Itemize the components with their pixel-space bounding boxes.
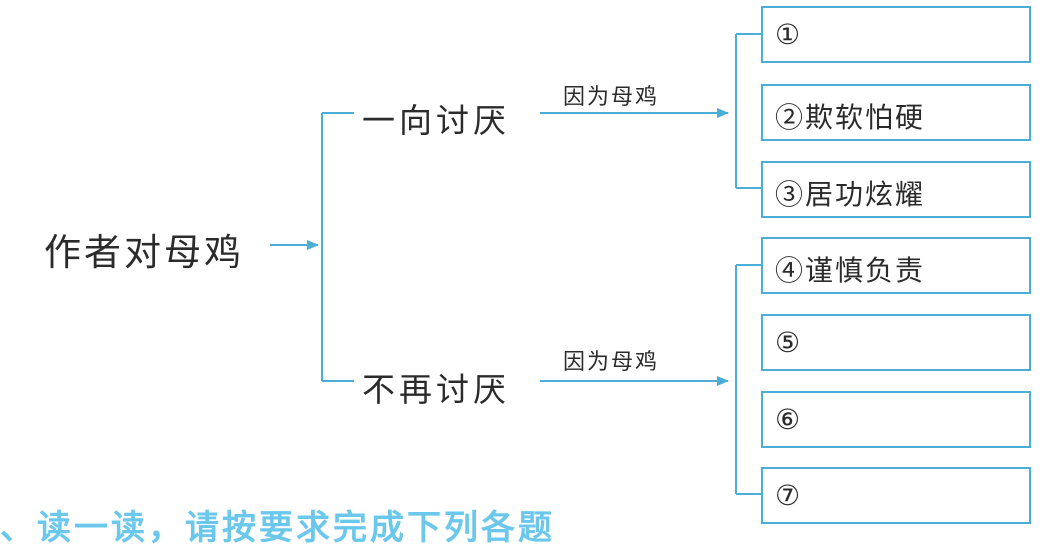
answer-box-2-label: ②欺软怕硬: [775, 101, 926, 134]
answer-box-5[interactable]: ⑤: [761, 314, 1031, 371]
answer-box-6-label: ⑥: [775, 403, 803, 436]
branch-1-reason: 因为母鸡: [563, 85, 660, 110]
answer-box-3[interactable]: ③居功炫耀: [761, 161, 1031, 218]
root-label: 作者对母鸡: [44, 231, 244, 274]
answer-box-4[interactable]: ④谨慎负责: [761, 237, 1031, 294]
branch-2-reason: 因为母鸡: [563, 350, 660, 375]
answer-box-4-label: ④谨慎负责: [775, 254, 926, 287]
branch-1-label: 一向讨厌: [362, 101, 510, 140]
answer-box-1[interactable]: ①: [761, 6, 1031, 63]
branch-2-label: 不再讨厌: [362, 370, 510, 409]
answer-box-5-label: ⑤: [775, 326, 803, 359]
answer-box-6[interactable]: ⑥: [761, 391, 1031, 448]
answer-box-7-label: ⑦: [775, 479, 803, 512]
answer-box-7[interactable]: ⑦: [761, 467, 1031, 524]
section-heading: 、读一读，请按要求完成下列各题: [0, 508, 555, 548]
answer-box-3-label: ③居功炫耀: [775, 178, 926, 211]
connector-lines: [270, 33, 761, 495]
answer-box-2[interactable]: ②欺软怕硬: [761, 84, 1031, 141]
answer-box-1-label: ①: [775, 18, 803, 51]
